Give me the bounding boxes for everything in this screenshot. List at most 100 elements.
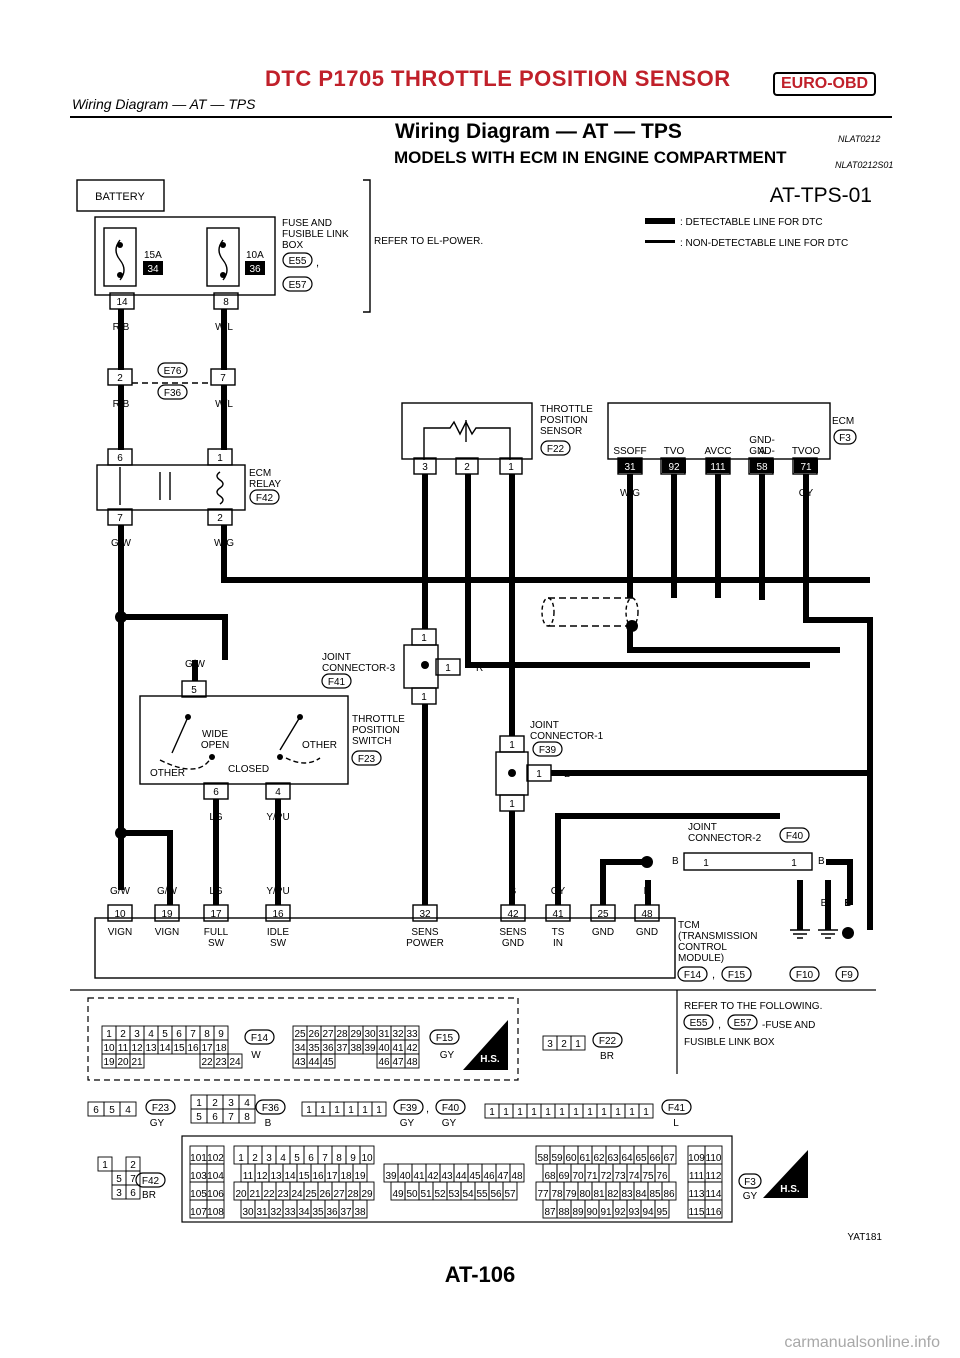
f3-pin-4: 4 xyxy=(280,1153,286,1164)
ecm-wire-1: Y xyxy=(671,488,678,499)
f3-pin-20: 20 xyxy=(235,1189,247,1200)
f3-pin-27: 27 xyxy=(333,1189,345,1200)
wire-lg-1: LG xyxy=(209,812,223,823)
ground-f9: F9 xyxy=(841,970,853,981)
f36-pin-2: 2 xyxy=(212,1098,218,1109)
f3-pin-17: 17 xyxy=(326,1171,338,1182)
f3-pin-10: 10 xyxy=(361,1153,373,1164)
f3-left-pin-101: 101 xyxy=(190,1153,207,1164)
ground-f10-outline xyxy=(789,966,820,982)
ecm-pin-111: 111 xyxy=(710,462,726,473)
f3-pin-68: 68 xyxy=(544,1171,556,1182)
f3-pin-65: 65 xyxy=(635,1153,647,1164)
f3-pin-53: 53 xyxy=(448,1189,460,1200)
f15-pin-32: 32 xyxy=(392,1029,404,1040)
section-ref: NLAT0212 xyxy=(838,134,881,144)
legend-detectable: : DETECTABLE LINE FOR DTC xyxy=(680,217,823,228)
f3-pin-90: 90 xyxy=(586,1207,598,1218)
f3-left-pin-108-cell xyxy=(206,1199,225,1219)
f14-pin-11: 11 xyxy=(118,1043,129,1054)
joint3-pin-top: 1 xyxy=(421,633,427,644)
f3-pin-37: 37 xyxy=(340,1207,352,1218)
wire-r-2: R xyxy=(421,608,428,619)
wire-wg-1: W/G xyxy=(214,538,234,549)
f36-pin-8: 8 xyxy=(244,1112,250,1123)
refer-el-power: REFER TO EL-POWER. xyxy=(374,236,483,247)
ecm-pin-111-box xyxy=(706,459,730,473)
f14-pin-12: 12 xyxy=(131,1043,143,1054)
f3-pin-14: 14 xyxy=(284,1171,296,1182)
f14-pin-9: 9 xyxy=(218,1029,224,1040)
f41-pin-10: 1 xyxy=(629,1107,635,1118)
tcm-wire-4: R xyxy=(421,886,428,897)
f22-color: BR xyxy=(600,1051,614,1062)
ecm-wire-4: GY xyxy=(799,488,814,499)
f3-pin-2: 2 xyxy=(252,1153,258,1164)
fuse-box-conn-e55-outline xyxy=(282,252,313,268)
f15-pin-48-cell xyxy=(404,1053,420,1069)
f3-pin-38-cell xyxy=(352,1199,368,1219)
conn-view-f39-outline xyxy=(393,1099,424,1115)
ecm-term-4: TVOO xyxy=(792,446,821,457)
tcm-label2-5: GND xyxy=(502,938,524,949)
f15-pin-39: 39 xyxy=(364,1043,376,1054)
f3-pin-29: 29 xyxy=(361,1189,373,1200)
f3-pin-87: 87 xyxy=(544,1207,556,1218)
tcm-wire-7: B xyxy=(600,886,607,897)
f3-right-pin-115: 115 xyxy=(689,1207,705,1218)
f3-right-pin-116-cell xyxy=(704,1199,723,1219)
tcm-pin-16: 16 xyxy=(272,909,284,920)
f3-right-pin-114: 114 xyxy=(706,1189,722,1200)
f15-pin-29: 29 xyxy=(350,1029,362,1040)
f41-pin-6: 1 xyxy=(573,1107,579,1118)
refer-e55: E55 xyxy=(690,1018,708,1029)
f15-pin-38: 38 xyxy=(350,1043,362,1054)
wire-y-1: Y xyxy=(465,488,472,499)
f3-pin-94: 94 xyxy=(642,1207,654,1218)
junction-conn-e76-outline xyxy=(157,362,188,378)
f36-color: B xyxy=(265,1118,272,1129)
comma-3: , xyxy=(718,1019,721,1031)
wire-rb-2: R/B xyxy=(113,399,130,410)
ecm-term-gnd-a: A xyxy=(759,446,766,457)
f3-pin-5: 5 xyxy=(294,1153,300,1164)
f14-pin-15: 15 xyxy=(173,1043,185,1054)
joint2-pin-left: 1 xyxy=(703,858,709,869)
f3-right-pin-110: 110 xyxy=(706,1153,722,1164)
f3-pin-78: 78 xyxy=(551,1189,563,1200)
ecm-pin-71: 71 xyxy=(800,462,812,473)
joint2-name-1: JOINT xyxy=(688,822,717,833)
f3-pin-63: 63 xyxy=(607,1153,619,1164)
f3-pin-80: 80 xyxy=(579,1189,591,1200)
f14-pin-2: 2 xyxy=(120,1029,126,1040)
f3-pin-84: 84 xyxy=(635,1189,647,1200)
f3-pin-79: 79 xyxy=(565,1189,577,1200)
tps-conn-f22: F22 xyxy=(547,444,565,455)
f14-pin-8: 8 xyxy=(204,1029,210,1040)
ecm-wire-3: B xyxy=(759,488,766,499)
f41-pin-4: 1 xyxy=(545,1107,551,1118)
f3-pin-54: 54 xyxy=(462,1189,474,1200)
tcm-pin-32: 32 xyxy=(419,909,431,920)
junction-conn-f36: F36 xyxy=(164,388,182,399)
wire-r-4: R xyxy=(421,716,428,727)
fuse-1-number: 34 xyxy=(147,264,159,275)
f3-pin-28: 28 xyxy=(347,1189,359,1200)
header-rule xyxy=(70,116,892,118)
conn-view-f14: F14 xyxy=(251,1033,269,1044)
f42-pin-1-cell xyxy=(97,1156,113,1172)
f15-pin-28: 28 xyxy=(336,1029,348,1040)
f36-pin-7: 7 xyxy=(228,1112,234,1123)
f3-pin-25: 25 xyxy=(305,1189,317,1200)
f36-pin-1: 1 xyxy=(196,1098,202,1109)
f15-pin-42: 42 xyxy=(406,1043,418,1054)
tp-switch-open: OPEN xyxy=(201,740,229,751)
f3-pin-72: 72 xyxy=(600,1171,612,1182)
f36-pin-3: 3 xyxy=(228,1098,234,1109)
tp-switch-pin-6: 6 xyxy=(213,787,219,798)
joint1-name-1: JOINT xyxy=(530,720,559,731)
f3-pin-42: 42 xyxy=(427,1171,439,1182)
f41-pin-11-cell xyxy=(638,1103,654,1119)
tcm-wire-2: LG xyxy=(209,886,223,897)
f3-pin-93: 93 xyxy=(628,1207,640,1218)
